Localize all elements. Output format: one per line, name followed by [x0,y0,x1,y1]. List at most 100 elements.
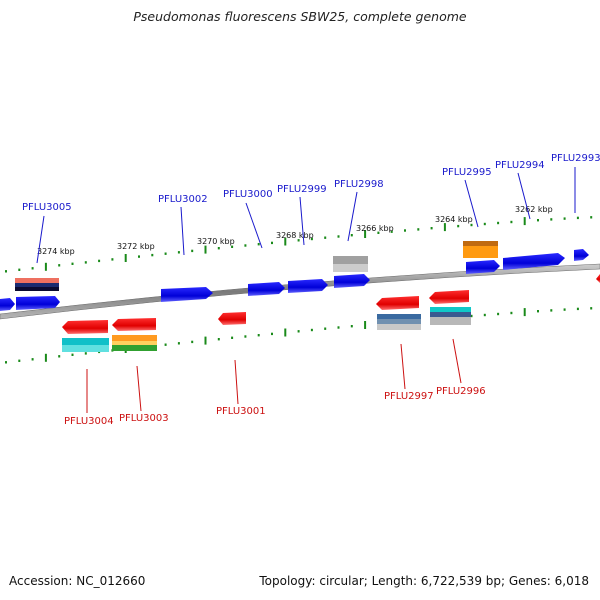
gene-arrow-pflu2996[interactable] [429,290,469,304]
leader-line-pflu3003 [136,365,142,412]
gene-arrow-pflu2999[interactable] [288,279,328,293]
ruler-major-tick [204,245,207,254]
ruler-minor-tick [350,325,353,328]
feature-bar-pflu3004-a [62,338,109,345]
ruler-minor-tick [58,264,61,267]
ruler-minor-tick [71,353,74,356]
ruler-minor-tick [550,309,553,312]
gene-label-pflu3005[interactable]: PFLU3005 [22,202,72,213]
leader-line-pflu3002 [180,206,185,256]
ruler-minor-tick [191,249,194,253]
gene-label-pflu3004[interactable]: PFLU3004 [64,416,114,427]
gene-arrow-pflu3004[interactable] [62,320,108,334]
feature-bar-pflu2995-a [463,241,498,246]
ruler-minor-tick [84,352,87,355]
ruler-minor-tick [31,267,34,270]
gene-label-pflu3000[interactable]: PFLU3000 [223,189,273,200]
gene-arrow-pflu2994[interactable] [503,253,565,270]
gene-label-pflu3001[interactable]: PFLU3001 [216,406,266,417]
ruler-minor-tick [231,245,234,248]
ruler-minor-tick [271,332,273,336]
ruler-label-3274: 3274 kbp [37,247,75,256]
ruler-label-3270: 3270 kbp [197,237,235,246]
gene-arrow-pflu2998[interactable] [334,274,370,288]
leader-line-pflu2997 [400,343,406,390]
ruler-minor-tick [563,308,566,311]
ruler-minor-tick [537,219,539,222]
ruler-minor-tick [563,217,566,220]
ruler-label-3264: 3264 kbp [435,215,473,224]
gene-label-pflu2996[interactable]: PFLU2996 [436,386,486,397]
ruler-minor-tick [138,255,140,258]
ruler-minor-tick [404,229,406,232]
ruler-major-tick [364,321,367,329]
ruler-minor-tick [18,268,21,271]
feature-bar-pflu2996-a [430,307,471,312]
gene-arrow-pflu3000[interactable] [248,282,285,296]
leader-line-pflu2994 [517,172,531,220]
ruler-minor-tick [111,258,114,261]
ruler-minor-tick [497,312,500,316]
gene-label-pflu2997[interactable]: PFLU2997 [384,391,434,402]
ruler-minor-tick [324,236,327,239]
gene-arrow-pflu3001[interactable] [218,312,246,325]
gene-label-pflu2999[interactable]: PFLU2999 [277,184,327,195]
reverse-feature-bars [62,307,471,352]
ruler-minor-tick [576,216,579,220]
gene-arrow-pflu2995[interactable] [466,260,500,274]
ruler-major-tick [44,262,47,271]
gene-arrow-left-edge[interactable] [0,298,15,311]
leader-line-pflu3000 [245,202,263,249]
forward-strand-genes [0,249,589,311]
gene-arrow-pflu3002[interactable] [161,287,213,302]
ruler-minor-tick [510,311,513,315]
gene-label-pflu3002[interactable]: PFLU3002 [158,194,208,205]
ruler-ticks-outer [5,216,593,273]
gene-label-pflu2994[interactable]: PFLU2994 [495,160,545,171]
ruler-minor-tick [350,234,353,237]
ruler-minor-tick [231,336,234,339]
feature-bar-pflu3005-c [15,287,59,291]
ruler-major-tick [284,237,287,246]
ruler-major-tick [523,308,526,317]
ruler-minor-tick [217,338,220,341]
ruler-minor-tick [430,227,433,230]
ruler-minor-tick [244,244,247,247]
feature-bar-pflu2997-b [377,319,421,324]
ruler-minor-tick [18,359,21,362]
gene-label-pflu3003[interactable]: PFLU3003 [119,413,169,424]
ruler-minor-tick [244,335,247,338]
ruler-minor-tick [177,251,180,254]
ruler-minor-tick [164,343,167,346]
ruler-minor-tick [257,334,260,337]
gene-arrow-right-edge[interactable] [596,274,600,283]
ruler-minor-tick [324,327,327,330]
ruler-major-tick [284,328,287,337]
gene-label-pflu2995[interactable]: PFLU2995 [442,167,492,178]
reverse-strand-genes [62,274,600,334]
ruler-ticks-inner [5,307,593,364]
ruler-minor-tick [164,252,167,255]
feature-bar-pflu2996-b [430,312,471,317]
gene-label-pflu2993[interactable]: PFLU2993 [551,153,600,164]
gene-arrow-pflu3005[interactable] [16,296,60,310]
ruler-minor-tick [483,313,486,317]
gene-arrow-pflu3003[interactable] [112,318,156,331]
feature-bar-pflu3003-a [112,335,157,341]
leader-line-pflu2999 [299,196,305,246]
gene-arrow-pflu2993[interactable] [574,249,589,261]
ruler-minor-tick [590,307,593,310]
gene-arrow-pflu2997[interactable] [376,296,419,310]
feature-bar-pflu3003-c [112,345,157,351]
ruler-minor-tick [5,361,7,364]
ruler-minor-tick [5,270,7,273]
ruler-minor-tick [337,235,340,238]
ruler-minor-tick [390,230,393,233]
ruler-minor-tick [483,222,486,226]
gene-label-pflu2998[interactable]: PFLU2998 [334,179,384,190]
ruler-minor-tick [151,253,154,257]
forward-leader-lines [36,167,576,264]
ruler-minor-tick [537,310,539,313]
ruler-minor-tick [417,228,420,231]
